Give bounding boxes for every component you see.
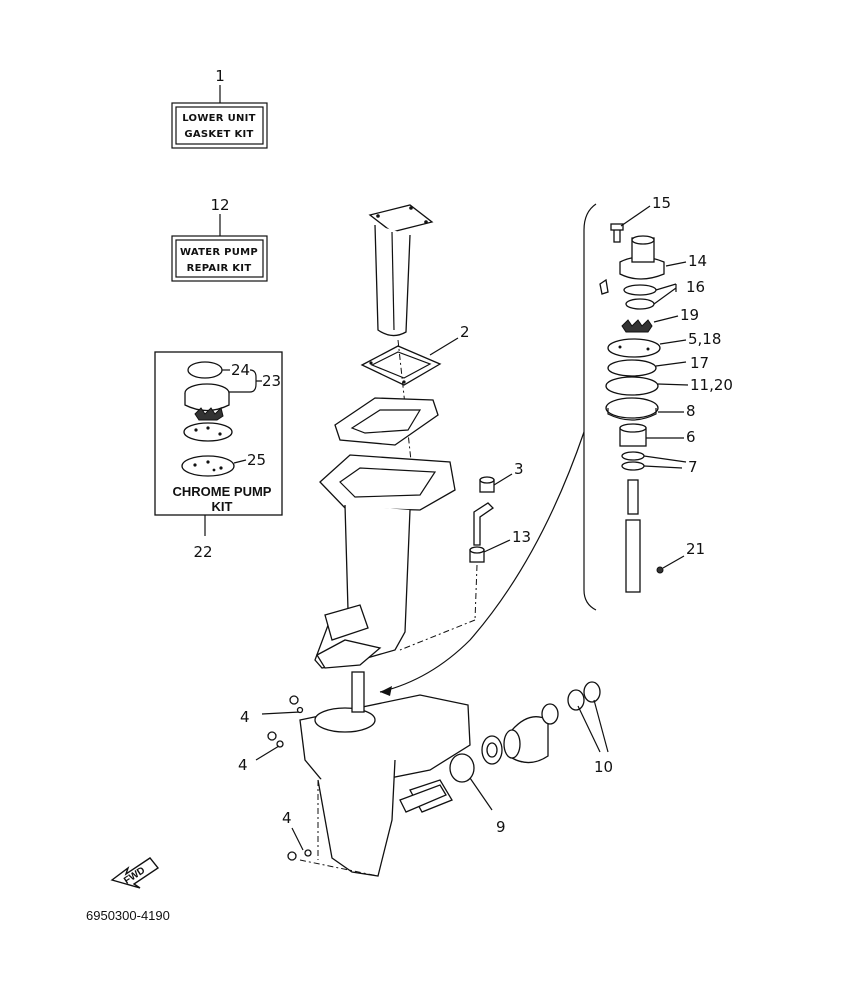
fwd-arrow-icon: FWD	[110, 857, 160, 889]
exploded-view-bracket	[583, 203, 597, 611]
callout-7: 7	[688, 458, 698, 476]
diagram-code: 6950300-4190	[86, 908, 170, 923]
bearing-housing: 9 10	[399, 681, 613, 836]
water-tube-assembly: 3 13	[399, 460, 531, 651]
callout-4-bottom: 4	[282, 809, 292, 827]
water-pump-kit-line1: WATER PUMP	[180, 247, 258, 258]
screws-4: 4 4 4	[238, 695, 312, 861]
callout-11-20: 11,20	[690, 376, 733, 394]
kit-number-22: 22	[193, 543, 212, 561]
callout-15: 15	[652, 194, 671, 212]
lower-unit-kit-line1: LOWER UNIT	[182, 113, 256, 124]
callout-13: 13	[512, 528, 531, 546]
callout-14: 14	[688, 252, 707, 270]
chrome-pump-kit: 24 23 25 CHROME PUMP KIT 22	[154, 351, 283, 561]
lower-unit-gasket-kit: 1 LOWER UNIT GASKET KIT	[171, 67, 268, 149]
water-pump-kit-line2: REPAIR KIT	[187, 263, 252, 274]
leader-to-drive-shaft	[379, 431, 585, 693]
water-pump-exploded: 15 14 16 19 5,18 17 11,20 8	[599, 194, 733, 593]
callout-17: 17	[690, 354, 709, 372]
gasket-2: 2	[360, 323, 470, 386]
callout-5-18: 5,18	[688, 330, 721, 348]
lower-case	[299, 671, 471, 877]
callout-4-mid: 4	[238, 756, 248, 774]
callout-21: 21	[686, 540, 705, 558]
callout-3: 3	[514, 460, 524, 478]
part-24-label: 24	[231, 361, 250, 379]
water-pump-repair-kit: 12 WATER PUMP REPAIR KIT	[171, 196, 268, 282]
chrome-pump-kit-line2: KIT	[212, 499, 233, 514]
callout-16: 16	[686, 278, 705, 296]
part-25-label: 25	[247, 451, 266, 469]
lower-unit-kit-line2: GASKET KIT	[184, 129, 253, 140]
part-23-label: 23	[262, 372, 281, 390]
callout-4-top: 4	[240, 708, 250, 726]
exhaust-guide-plate	[334, 397, 439, 446]
callout-2: 2	[460, 323, 470, 341]
chrome-pump-kit-line1: CHROME PUMP	[173, 484, 272, 499]
callout-6: 6	[686, 428, 696, 446]
callout-8: 8	[686, 402, 696, 420]
kit-number-12: 12	[210, 196, 229, 214]
exhaust-tube	[368, 204, 434, 337]
callout-10: 10	[594, 758, 613, 776]
kit-number-1: 1	[215, 67, 225, 85]
callout-9: 9	[496, 818, 506, 836]
upper-casing	[314, 454, 456, 669]
callout-19: 19	[680, 306, 699, 324]
